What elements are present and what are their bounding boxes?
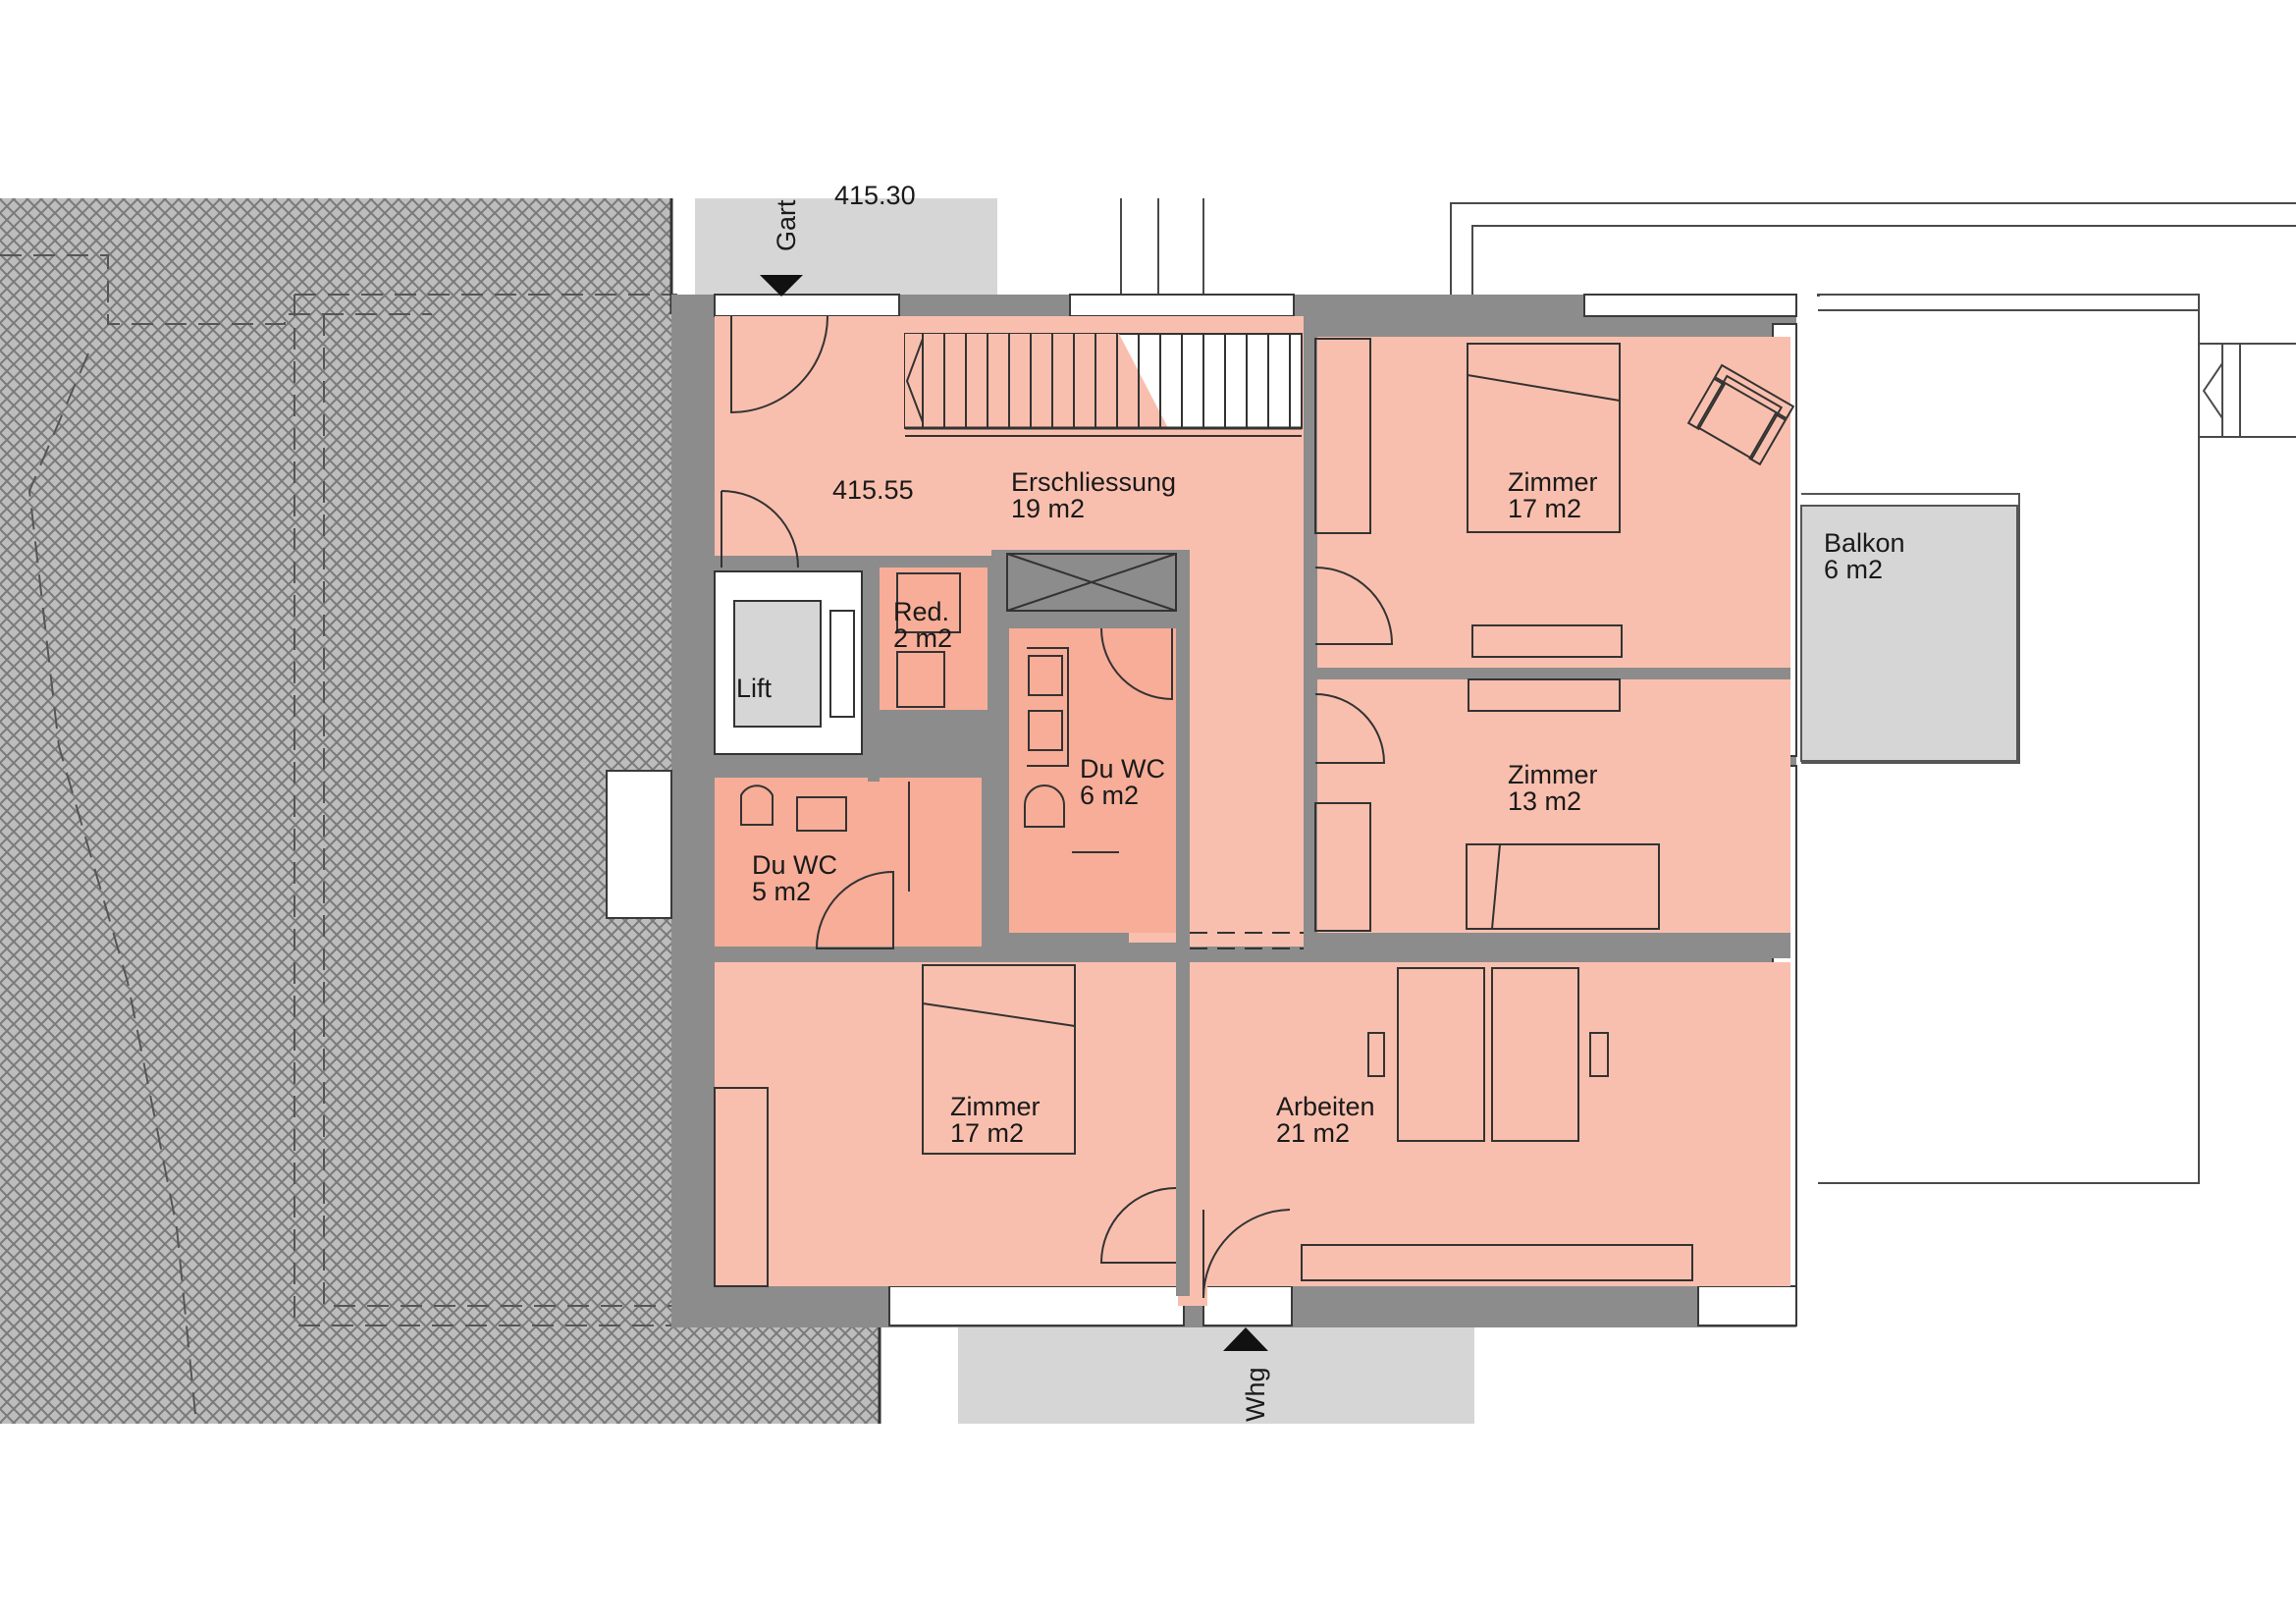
terrain-hatch <box>0 198 880 1425</box>
room-area-zimmer-e: 13 m2 <box>1508 786 1581 816</box>
lift-shaft <box>714 570 863 755</box>
interior-walls <box>715 316 1790 1296</box>
room-fills <box>715 316 1790 1306</box>
room-name-zimmer-e: Zimmer <box>1508 760 1597 789</box>
room-area-zimmer-sw: 17 m2 <box>950 1118 1024 1148</box>
room-name-arbeiten: Arbeiten <box>1276 1092 1375 1121</box>
room-name-zimmer-ne: Zimmer <box>1508 467 1597 497</box>
entrance-arrows <box>760 275 1268 1351</box>
doors <box>721 315 1394 1299</box>
garden-entrance-arrow-icon <box>760 275 803 297</box>
elevation-top-cut: 415.30 <box>834 181 916 210</box>
apartment-entrance-arrow-icon <box>1223 1327 1268 1351</box>
room-area-duwc-6: 6 m2 <box>1080 781 1139 810</box>
room-area-erschliessung: 19 m2 <box>1011 494 1085 523</box>
furniture <box>714 338 1795 1287</box>
room-area-duwc-5: 5 m2 <box>752 877 811 906</box>
terrace-outline <box>1120 198 2296 1184</box>
room-area-zimmer-ne: 17 m2 <box>1508 494 1581 523</box>
room-name-red: Red. <box>893 597 949 626</box>
room-area-red: 2 m2 <box>893 623 952 653</box>
balkon-area <box>1800 505 2018 762</box>
room-name-balkon: Balkon <box>1824 528 1905 558</box>
apartment-entrance-label: Whg <box>1241 1367 1270 1422</box>
garden-entrance-label: Gart <box>772 199 801 251</box>
room-name-erschliessung: Erschliessung <box>1011 467 1176 497</box>
stair <box>904 333 1303 437</box>
room-area-arbeiten: 21 m2 <box>1276 1118 1350 1148</box>
room-name-lift: Lift <box>736 674 773 703</box>
room-area-balkon: 6 m2 <box>1824 555 1883 584</box>
room-name-zimmer-sw: Zimmer <box>950 1092 1040 1121</box>
elevation-label: 415.55 <box>832 475 914 505</box>
room-name-duwc-6: Du WC <box>1080 754 1165 784</box>
room-name-duwc-5: Du WC <box>752 850 837 880</box>
